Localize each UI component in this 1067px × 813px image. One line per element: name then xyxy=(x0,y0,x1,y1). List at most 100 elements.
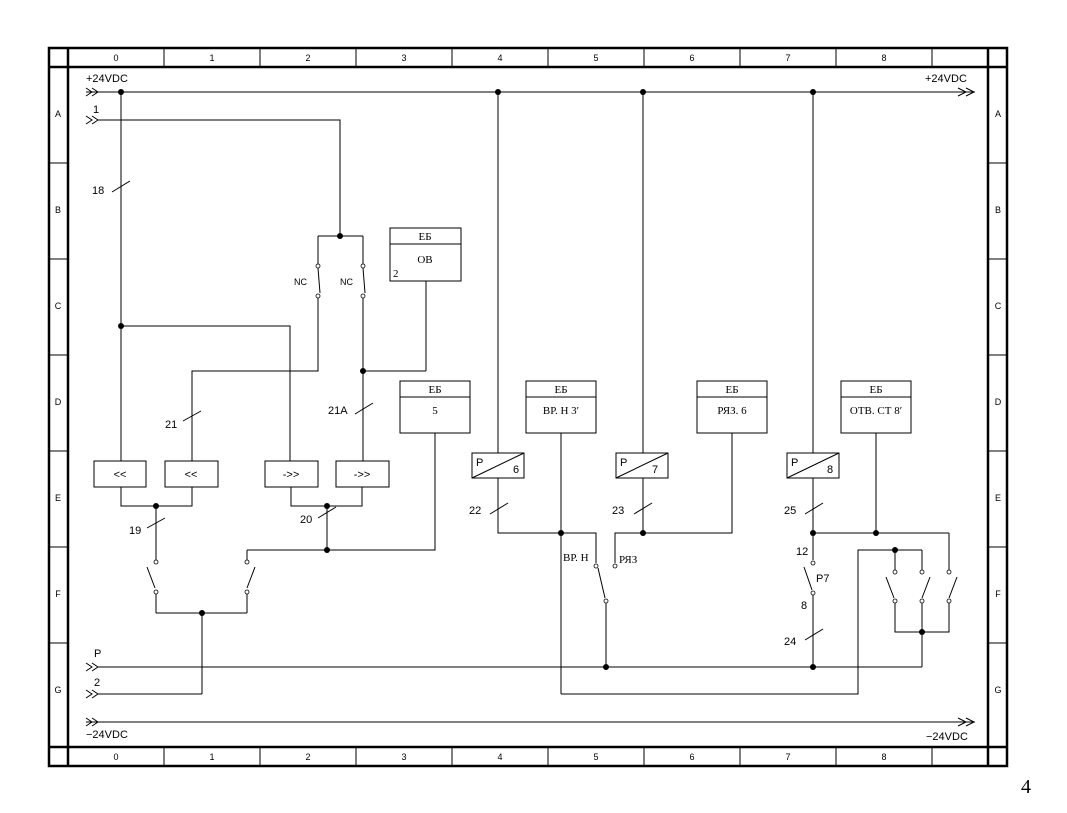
wire-21a: 21A xyxy=(328,402,374,417)
eb-block-body: ОТВ. СТ 8ʹ xyxy=(850,405,902,417)
input-2-label: 2 xyxy=(94,677,100,689)
col-label: 1 xyxy=(209,752,214,762)
arrow-box-symbol: << xyxy=(185,469,198,481)
arrow-box-symbol: ->> xyxy=(354,469,371,481)
col-label: 0 xyxy=(113,53,118,63)
plus-rail-label-left: +24VDC xyxy=(86,73,128,85)
row-label: E xyxy=(995,493,1001,503)
eb-block-head: ЕБ xyxy=(725,384,738,396)
input-p-label: P xyxy=(94,648,101,660)
row-label: G xyxy=(54,685,61,695)
wire-18-label: 18 xyxy=(92,185,104,197)
nc-contact-label: NC xyxy=(340,277,353,287)
col-label: 7 xyxy=(785,53,790,63)
wire-20: 20 xyxy=(290,487,363,550)
relay-p7: P 7 xyxy=(615,452,669,479)
row-label: D xyxy=(995,397,1002,407)
row-label: F xyxy=(55,589,61,599)
col-label: 6 xyxy=(689,752,694,762)
eb-block-vrn3: ЕБ ВР. Н 3ʹ xyxy=(525,380,597,434)
arrow-box-symbol: ->> xyxy=(283,469,300,481)
col-label: 6 xyxy=(689,53,694,63)
contact-label-8: 8 xyxy=(801,600,807,612)
relay-number: 7 xyxy=(652,464,658,476)
eb-block-otv8: ЕБ ОТВ. СТ 8ʹ xyxy=(840,380,912,434)
arrow-box-1: << xyxy=(93,460,147,488)
col-label: 1 xyxy=(209,53,214,63)
col-label: 8 xyxy=(881,752,886,762)
eb-block-head: ЕБ xyxy=(554,384,567,396)
arrow-box-4: ->> xyxy=(335,460,390,488)
row-label: C xyxy=(55,301,62,311)
wire-21: 21 xyxy=(165,410,202,431)
row-label: A xyxy=(55,109,61,119)
arrow-box-symbol: << xyxy=(114,469,127,481)
wire-23-label: 23 xyxy=(612,505,624,517)
col-label: 4 xyxy=(497,752,502,762)
row-labels: A B C D E F G A B C D E F G xyxy=(54,109,1001,695)
wire-22: 22 xyxy=(469,433,597,694)
row-label: G xyxy=(994,685,1001,695)
contact-label-vrn: ВР. Н xyxy=(563,552,589,564)
page-number: 4 xyxy=(1021,776,1031,798)
eb-block-head: ЕБ xyxy=(418,231,431,243)
row-label: F xyxy=(995,589,1001,599)
contact-p7: 12 P7 8 xyxy=(796,546,829,667)
arrow-box-3: ->> xyxy=(264,460,319,488)
relay-p-label: P xyxy=(476,457,483,469)
col-label: 3 xyxy=(401,752,406,762)
col-label: 7 xyxy=(785,752,790,762)
wire-20-label: 20 xyxy=(300,514,312,526)
col-label: 2 xyxy=(305,53,310,63)
wire-21-label: 21 xyxy=(165,419,177,431)
wire-18: 18 xyxy=(92,92,291,461)
row-label: B xyxy=(55,205,61,215)
wire-24: 24 xyxy=(784,628,824,648)
triple-contact-group xyxy=(561,533,958,695)
row-label: A xyxy=(995,109,1001,119)
eb-block-body: 5 xyxy=(432,405,438,417)
relay-number: 8 xyxy=(827,464,833,476)
eb-block-head: ЕБ xyxy=(428,384,441,396)
eb-block-body: ВР. Н 3ʹ xyxy=(543,405,579,417)
wire-21a-label: 21A xyxy=(328,405,348,417)
row-label: C xyxy=(995,301,1002,311)
wire-23: 23 xyxy=(612,433,733,563)
wire-25-label: 25 xyxy=(784,505,796,517)
eb-block-head: ЕБ xyxy=(869,384,882,396)
drawing-frame xyxy=(47,46,1009,768)
relay-number: 6 xyxy=(513,464,519,476)
wire-22-label: 22 xyxy=(469,505,481,517)
eb-block-number: 2 xyxy=(393,268,399,280)
input-1: 1 xyxy=(85,104,341,236)
minus-rail-label-left: −24VDC xyxy=(86,729,128,741)
wire-19-label: 19 xyxy=(129,525,141,537)
wire-19: 19 xyxy=(120,487,193,560)
input-1-label: 1 xyxy=(93,104,99,116)
col-label: 3 xyxy=(401,53,406,63)
minus-24v-rail: −24VDC −24VDC xyxy=(85,717,976,743)
relay-p6: P 6 xyxy=(471,452,525,479)
minus-rail-label-right: −24VDC xyxy=(926,731,968,743)
column-labels: 0 1 2 3 4 5 6 7 8 0 1 2 3 4 5 6 7 8 xyxy=(113,53,886,762)
nc-contact-label: NC xyxy=(294,277,307,287)
col-label: 5 xyxy=(593,752,598,762)
eb-block-ryaz6: ЕБ РЯЗ. 6 xyxy=(696,380,768,434)
contact-label-12: 12 xyxy=(796,546,808,558)
col-label: 8 xyxy=(881,53,886,63)
col-label: 2 xyxy=(305,752,310,762)
relay-p-label: P xyxy=(791,457,798,469)
row-label: B xyxy=(995,205,1001,215)
eb-block-5: ЕБ 5 xyxy=(247,380,471,551)
relay-p-label: P xyxy=(620,457,627,469)
input-2: 2 xyxy=(85,677,202,699)
arrow-box-2: << xyxy=(164,460,219,488)
eb-block-body: РЯЗ. 6 xyxy=(717,405,747,417)
row-label: D xyxy=(55,397,62,407)
nc-contact-pair: NC NC xyxy=(191,235,427,461)
vrn-ryaz-contacts: ВР. Н РЯЗ xyxy=(563,552,638,667)
column-dividers xyxy=(163,48,933,766)
relay-p8: P 8 xyxy=(786,452,840,479)
junction-dots xyxy=(118,89,925,670)
